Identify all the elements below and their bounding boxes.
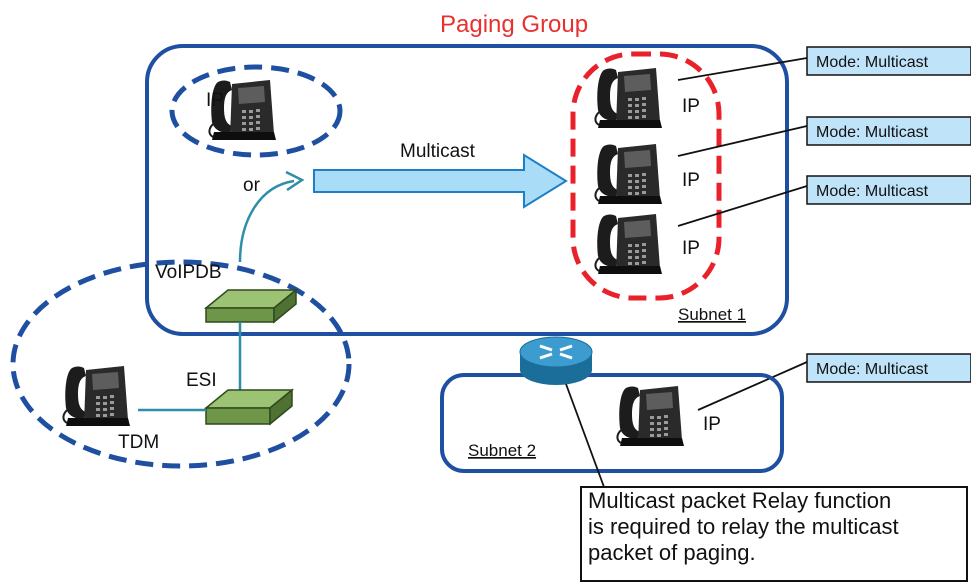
receiver-ip-label-2: IP bbox=[682, 170, 700, 191]
connector-curve bbox=[238, 179, 295, 263]
router-icon bbox=[519, 336, 593, 385]
tdm-phone-icon bbox=[62, 365, 131, 427]
relay-note-line-3: packet of paging. bbox=[588, 540, 756, 565]
tdm-voipdb-ellipse bbox=[10, 259, 352, 469]
subnet2-ip-label: IP bbox=[703, 414, 721, 435]
mode-tag-3-text: Mode: Multicast bbox=[816, 183, 929, 200]
subnet2-label: Subnet 2 bbox=[468, 441, 536, 460]
multicast-label: Multicast bbox=[400, 141, 476, 162]
subnet2-box bbox=[440, 373, 784, 473]
mode-tag-2: Mode: Multicast bbox=[806, 116, 971, 146]
ip-phone-ellipse bbox=[169, 64, 343, 158]
voipdb-label: VoIPDB bbox=[155, 262, 222, 283]
relay-note-line-2: is required to relay the multicast bbox=[588, 514, 899, 539]
relay-note-line-1: Multicast packet Relay function bbox=[588, 488, 892, 513]
tdm-label: TDM bbox=[118, 432, 159, 453]
mode-tag-1: Mode: Multicast bbox=[806, 46, 971, 76]
or-label: or bbox=[243, 175, 261, 196]
mode-tag-1-text: Mode: Multicast bbox=[816, 54, 929, 71]
relay-note: Multicast packet Relay function is requi… bbox=[580, 486, 968, 582]
mode-tag-2-text: Mode: Multicast bbox=[816, 124, 929, 141]
mode-tag-4-text: Mode: Multicast bbox=[816, 361, 929, 378]
connector-arrowhead-icon bbox=[285, 170, 305, 192]
router-note-leader bbox=[565, 383, 605, 488]
receiver-ip-phone-1-icon bbox=[594, 67, 663, 129]
receiver-ip-phone-3-icon bbox=[594, 213, 663, 275]
subnet1-label: Subnet 1 bbox=[678, 305, 746, 324]
esi-label: ESI bbox=[186, 370, 217, 391]
receiver-ip-label-3: IP bbox=[682, 238, 700, 259]
multicast-receivers-group bbox=[570, 51, 722, 301]
mode-tag-3: Mode: Multicast bbox=[806, 175, 971, 205]
voipdb-device-icon bbox=[203, 288, 299, 324]
receiver-ip-label-1: IP bbox=[682, 96, 700, 117]
subnet2-ip-phone-icon bbox=[616, 385, 685, 447]
source-ip-label: IP bbox=[206, 90, 224, 111]
esi-device-icon bbox=[203, 388, 295, 426]
receiver-ip-phone-2-icon bbox=[594, 143, 663, 205]
mode-tag-4: Mode: Multicast bbox=[806, 353, 971, 383]
multicast-arrow bbox=[313, 153, 568, 209]
paging-group-title: Paging Group bbox=[440, 11, 588, 38]
paging-group-box bbox=[145, 44, 789, 336]
